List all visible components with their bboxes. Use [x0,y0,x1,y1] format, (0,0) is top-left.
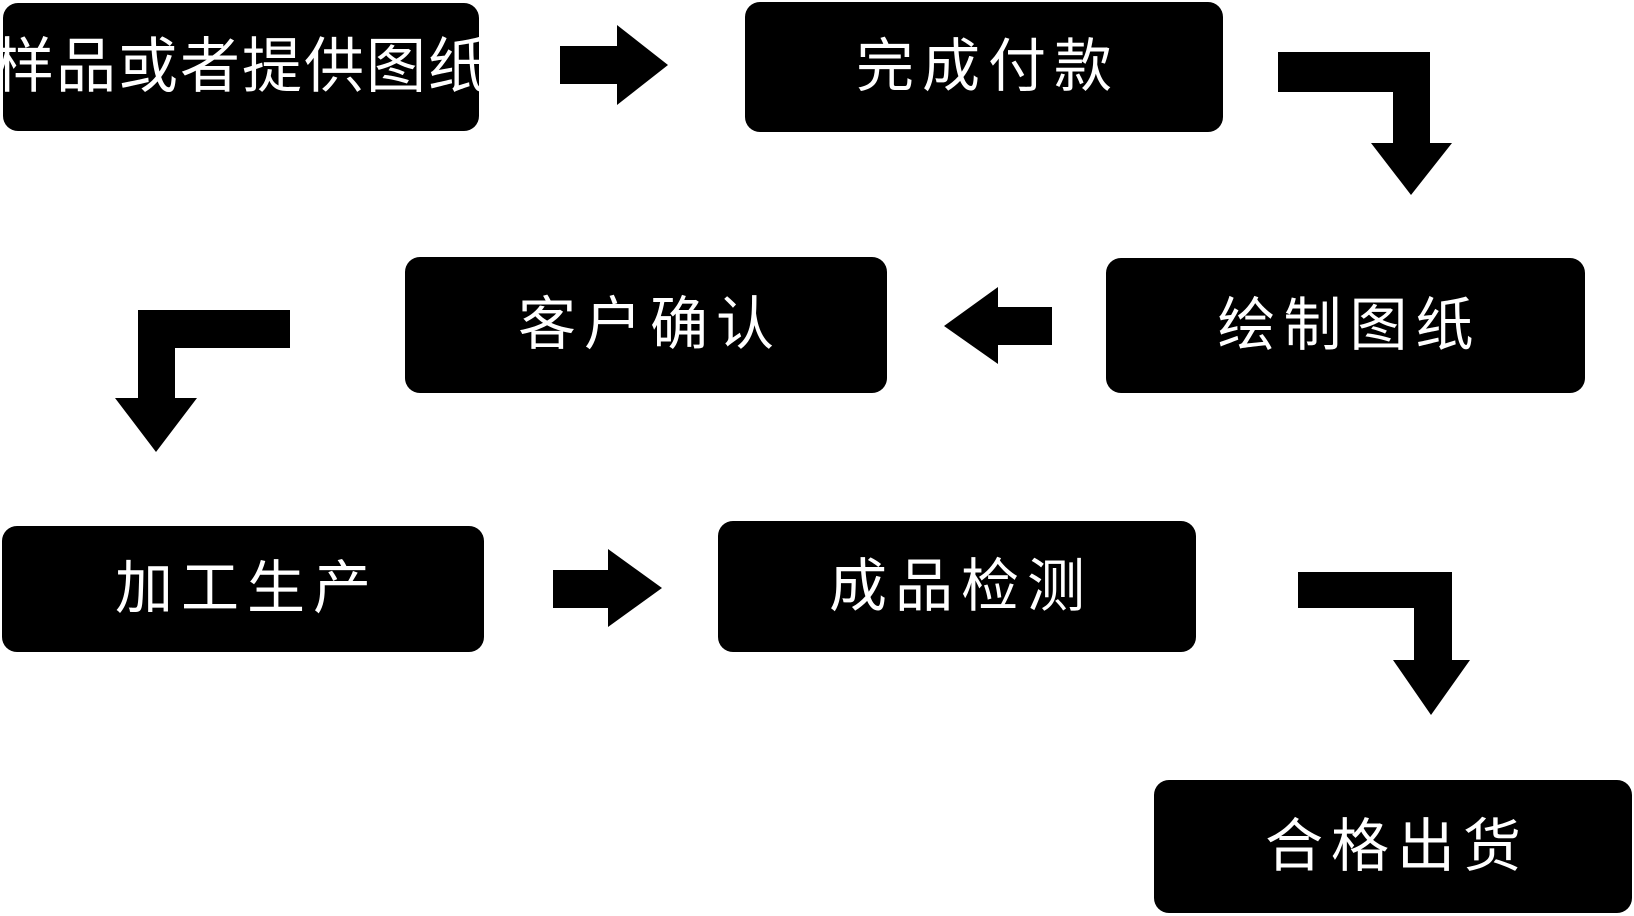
arrow-elbow-down-step2-to-step3-icon [1278,52,1452,195]
flow-step-complete-payment: 完成付款 [745,2,1223,132]
flow-step-sample-or-drawing: 样品或者提供图纸 [0,3,488,131]
flow-step-product-inspection: 成品检测 [718,521,1196,652]
flow-step-draw-drawing: 绘制图纸 [1106,258,1585,393]
flow-step-qualified-shipment: 合格出货 [1154,780,1632,913]
arrow-right-step1-to-step2-icon [560,25,668,105]
flow-step-customer-confirm: 客户确认 [405,257,887,393]
arrow-elbow-down-step6-to-step7-icon [1298,572,1470,715]
flow-step-production: 加工生产 [2,526,484,652]
arrow-elbow-down-step4-to-step5-icon [115,310,290,452]
arrow-left-step3-to-step4-icon [944,287,1052,364]
arrow-right-step5-to-step6-icon [553,549,662,627]
